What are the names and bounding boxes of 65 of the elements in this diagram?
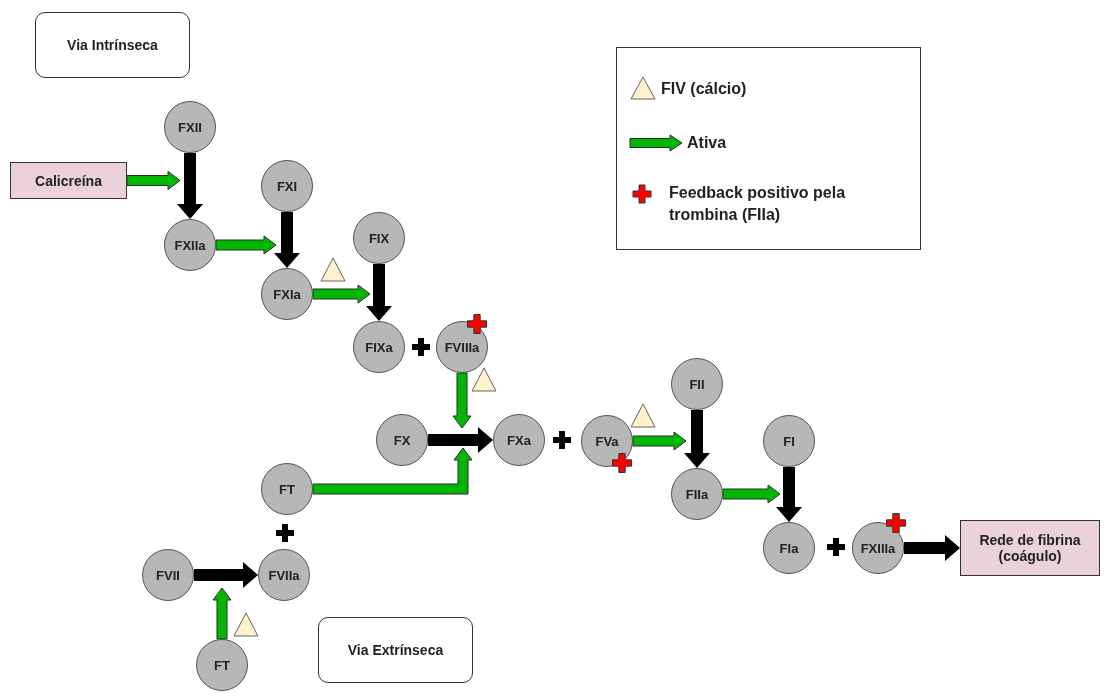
factor-circle xyxy=(852,522,904,574)
node-label: FVa xyxy=(595,433,619,449)
node-label: Rede de fibrina (coágulo) xyxy=(978,532,1082,564)
node-label: FVIIa xyxy=(268,567,300,583)
node-label: FII xyxy=(689,376,705,392)
node-label: FIXa xyxy=(365,339,393,355)
process-box xyxy=(960,520,1100,576)
arrow xyxy=(312,447,473,495)
node-label: FIa xyxy=(779,540,799,556)
arrow xyxy=(632,431,687,451)
node-label: Via Extrínseca xyxy=(347,642,444,658)
node-label: FIX xyxy=(368,230,390,246)
node-label: FXII xyxy=(178,119,202,135)
factor-circle xyxy=(196,639,248,691)
pathway-box xyxy=(318,617,473,683)
factor-circle xyxy=(261,268,313,320)
node-label: FVIIIa xyxy=(444,339,480,355)
factor-circle xyxy=(763,415,815,467)
node-label: FXIIa xyxy=(174,237,206,253)
factor-circle xyxy=(581,415,633,467)
arrow xyxy=(428,427,493,453)
arrow xyxy=(722,484,781,504)
arrow xyxy=(312,284,371,304)
node-label: Via Intrínseca xyxy=(67,37,158,53)
factor-circle xyxy=(164,101,216,153)
arrow xyxy=(212,587,232,640)
factor-circle xyxy=(164,219,216,271)
arrow xyxy=(452,372,472,429)
factor-circle xyxy=(493,414,545,466)
factor-circle xyxy=(353,321,405,373)
arrow xyxy=(776,467,802,522)
arrow xyxy=(684,410,710,468)
factor-circle xyxy=(261,463,313,515)
node-label: FXa xyxy=(507,432,531,448)
node-label: FXIa xyxy=(273,286,301,302)
node-label: FIIa xyxy=(685,486,709,502)
pathway-box xyxy=(35,12,190,78)
arrow xyxy=(177,153,203,219)
node-label: FT xyxy=(279,481,295,497)
node-label: Calicreína xyxy=(35,172,102,189)
node-label: FXI xyxy=(276,178,298,194)
factor-circle xyxy=(353,212,405,264)
node-label: FVII xyxy=(156,567,180,583)
arrow xyxy=(366,264,392,321)
arrow xyxy=(215,235,277,255)
legend-label: FIV (cálcio) xyxy=(661,79,748,99)
arrow xyxy=(126,171,181,190)
factor-circle xyxy=(376,414,428,466)
process-box xyxy=(10,162,127,199)
factor-circle xyxy=(763,522,815,574)
factor-circle xyxy=(436,321,488,373)
factor-circle xyxy=(261,160,313,212)
factor-circle xyxy=(671,358,723,410)
legend-label: Ativa xyxy=(687,133,728,153)
node-label: FXIIIa xyxy=(860,540,896,556)
arrow xyxy=(904,535,960,561)
node-label: FX xyxy=(393,432,411,448)
factor-circle xyxy=(142,549,194,601)
factor-circle xyxy=(258,549,310,601)
legend-label: Feedback positivo pela trombina (FIIa) xyxy=(669,183,847,226)
arrow xyxy=(274,212,300,268)
node-label: FT xyxy=(214,657,230,673)
arrow xyxy=(194,562,258,588)
node-label: FI xyxy=(783,433,795,449)
factor-circle xyxy=(671,468,723,520)
